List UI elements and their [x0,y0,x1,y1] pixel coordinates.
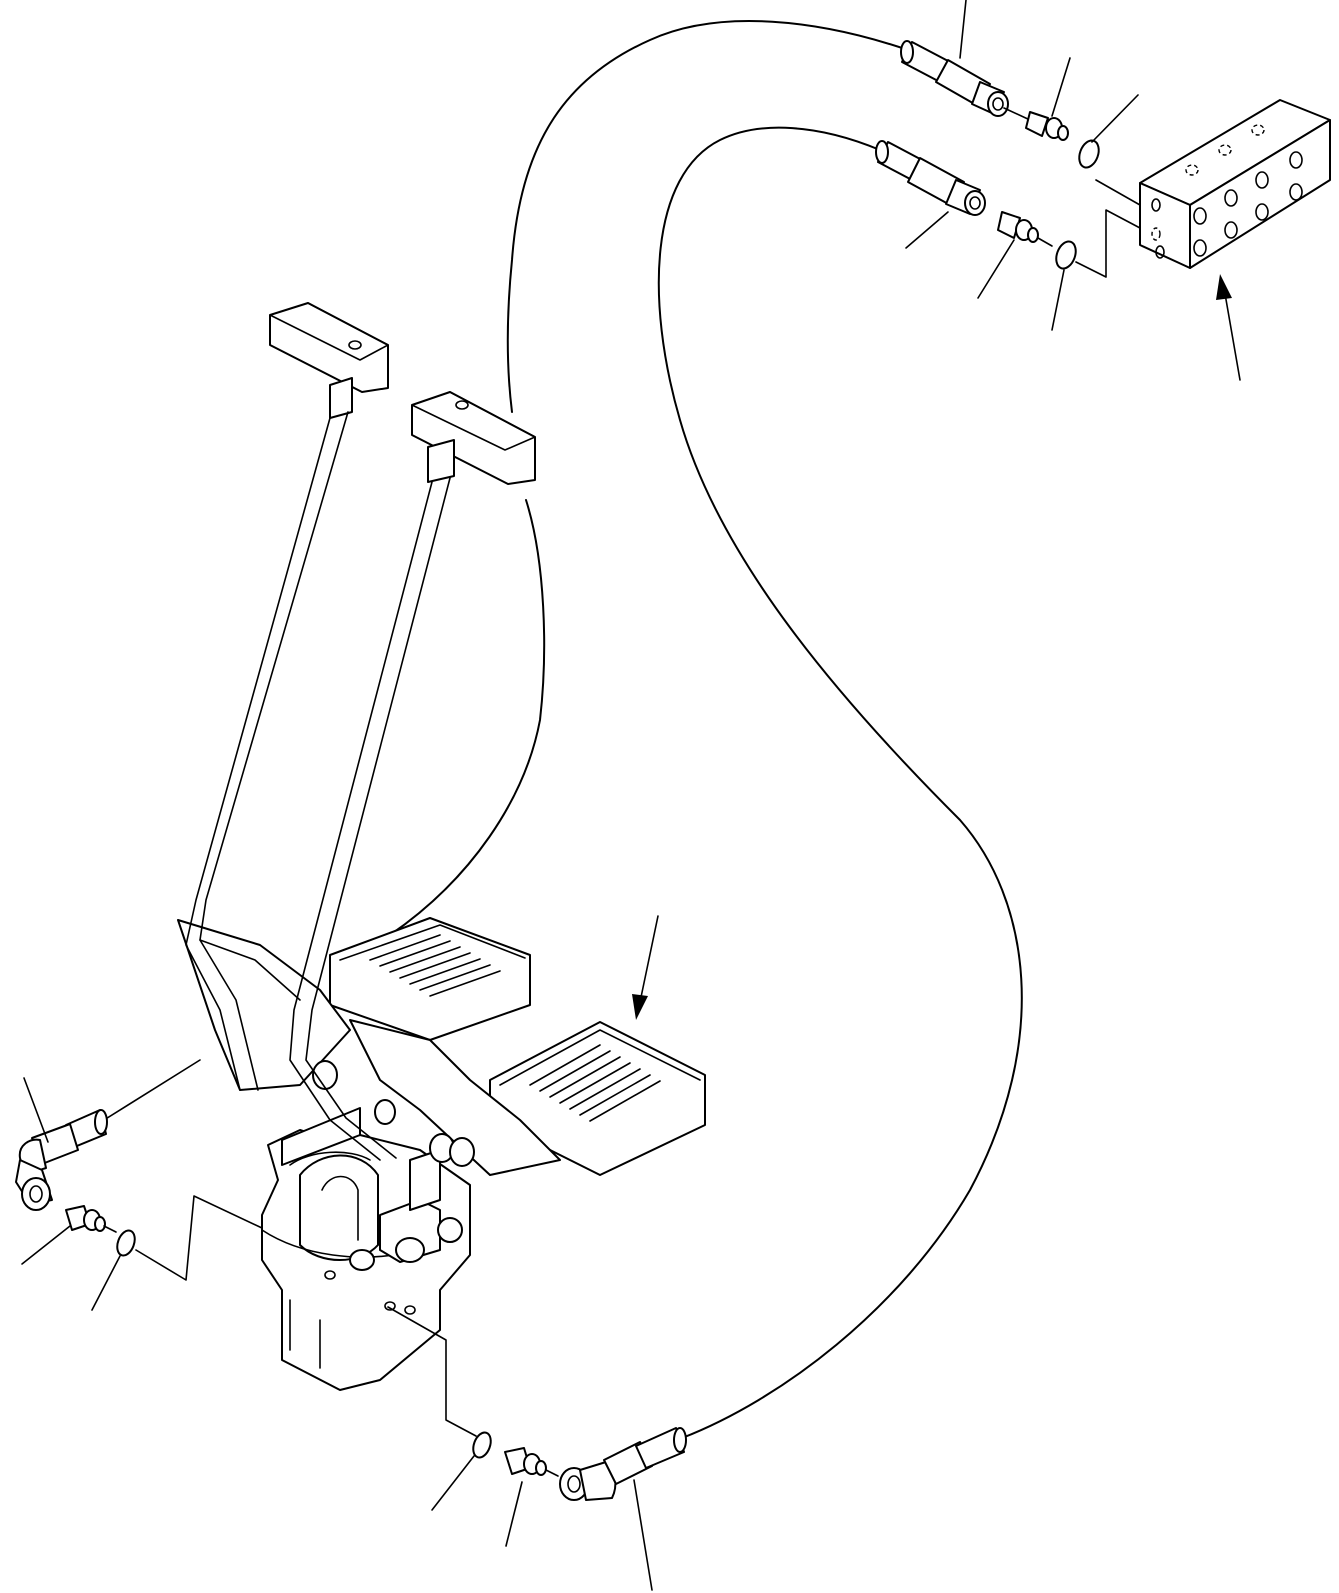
pointer-arrow-brake-valve [632,915,659,1020]
centerline-left [135,1195,263,1281]
adapter-fitting-bottom [504,1447,559,1477]
hose-end-fitting-upper [900,40,1009,117]
o-ring-bottom [472,1431,492,1459]
hose-end-fitting-left [18,1109,108,1181]
o-ring-upper [1078,139,1100,169]
lever-left [185,302,389,1091]
hydraulic-hose-upper [389,20,909,936]
o-ring-left [116,1229,136,1257]
centerline-bottom [387,1306,477,1437]
lever-right [289,391,536,1161]
elbow-connector-left [15,1159,53,1211]
o-ring-middle [1055,240,1077,270]
junction-block [1075,99,1331,278]
block-port-holes [1151,124,1303,259]
leader-lines [21,0,1139,1591]
hydraulic-hose-lower [657,126,1023,1439]
adapter-fitting-upper [1003,107,1069,141]
adapter-fitting-left [65,1205,117,1233]
elbow-connector-bottom [559,1461,617,1501]
brake-valve-body [261,1107,471,1391]
adapter-fitting-middle [997,211,1053,247]
hose-end-fitting-middle [875,140,986,216]
hose-left-stub [103,1059,201,1121]
hose-end-fitting-bottom [603,1427,687,1485]
pointer-arrow-junction-block [1216,274,1241,381]
